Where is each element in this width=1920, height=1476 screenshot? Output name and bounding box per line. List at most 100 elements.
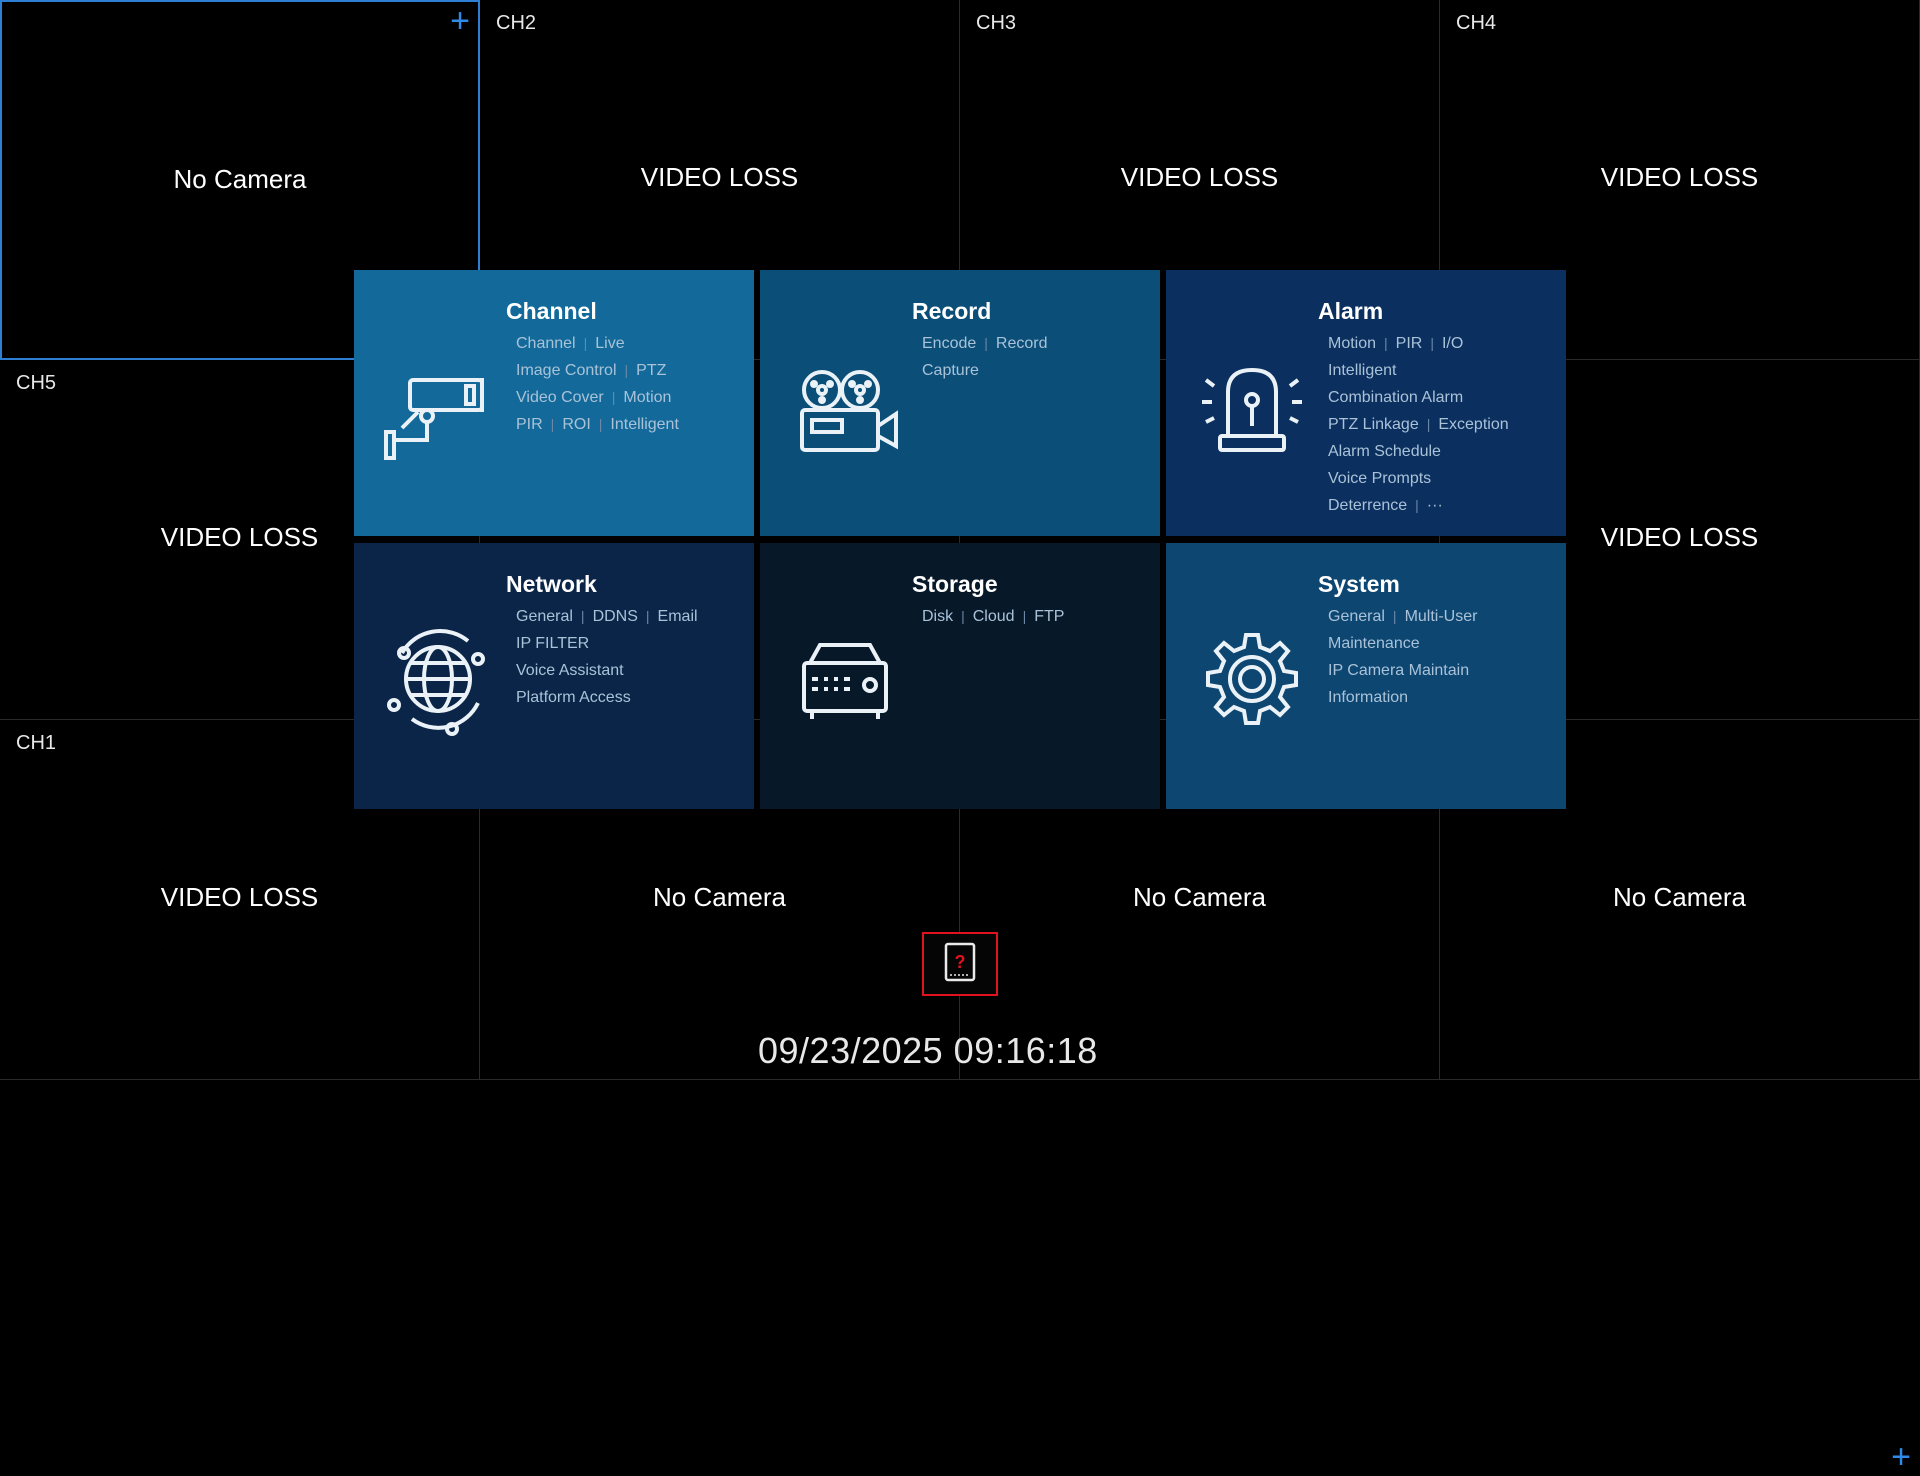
menu-row: Image Control | PTZ <box>516 357 679 384</box>
tile-title: Record <box>912 298 992 324</box>
menu-item[interactable]: Image Control <box>516 362 617 379</box>
globe-icon <box>387 629 485 736</box>
menu-item[interactable]: IP Camera Maintain <box>1328 662 1470 679</box>
menu-row: PIR|ROI|Intelligent <box>516 411 679 438</box>
gear-icon <box>1206 633 1298 725</box>
camera-cell[interactable]: No Camera + <box>0 0 480 360</box>
menu-item[interactable]: Video Cover <box>516 389 604 406</box>
menu-row: Maintenance <box>1328 630 1477 657</box>
menu-item[interactable]: PTZ <box>636 362 667 379</box>
menu-item[interactable]: Motion <box>1328 335 1377 352</box>
tile-title: Alarm <box>1318 298 1384 324</box>
menu-item[interactable]: Exception <box>1438 416 1509 433</box>
menu-row: Motion|PIR|I/O <box>1328 330 1509 357</box>
tile-title: Channel <box>506 298 597 324</box>
menu-item[interactable]: Platform Access <box>516 689 631 706</box>
menu-item[interactable]: PTZ Linkage <box>1328 416 1419 433</box>
menu-tile-storage[interactable]: Storage Disk|Cloud|FTP <box>760 543 1160 809</box>
menu-item[interactable]: Intelligent <box>610 416 679 433</box>
menu-row: Capture <box>922 357 1047 384</box>
separator: | <box>1022 608 1027 624</box>
menu-row: Encode|Record <box>922 330 1047 357</box>
menu-row: Disk|Cloud|FTP <box>922 603 1064 630</box>
add-camera-icon[interactable]: + <box>1891 1438 1911 1476</box>
separator: | <box>550 416 555 432</box>
menu-item[interactable]: Intelligent <box>1328 362 1397 379</box>
menu-item[interactable]: Email <box>657 608 698 625</box>
tile-title: Storage <box>912 571 998 597</box>
menu-item[interactable]: FTP <box>1034 608 1065 625</box>
menu-item[interactable]: Cloud <box>972 608 1015 625</box>
menu-row: Intelligent <box>1328 357 1509 384</box>
menu-item[interactable]: Voice Assistant <box>516 662 624 679</box>
menu-item[interactable]: Combination Alarm <box>1328 389 1464 406</box>
datetime-display: 09/23/2025 09:16:18 <box>758 1030 1098 1071</box>
menu-item[interactable]: Disk <box>922 608 954 625</box>
menu-row: General|DDNS|Email <box>516 603 698 630</box>
channel-label: CH4 <box>1456 12 1497 34</box>
menu-item[interactable]: PIR <box>516 416 543 433</box>
menu-row: Alarm Schedule <box>1328 438 1509 465</box>
tile-items: Disk|Cloud|FTP <box>922 603 1064 630</box>
menu-item[interactable]: PIR <box>1395 335 1423 352</box>
hdd-status-button[interactable]: ? <box>922 932 998 996</box>
add-camera-icon[interactable]: + <box>450 2 470 40</box>
menu-item[interactable]: Alarm Schedule <box>1328 443 1441 460</box>
menu-item[interactable]: I/O <box>1441 335 1464 352</box>
menu-item[interactable]: DDNS <box>592 608 638 625</box>
cell-message: VIDEO LOSS <box>1120 162 1279 192</box>
menu-row: Information <box>1328 684 1477 711</box>
menu-row: PTZ Linkage|Exception <box>1328 411 1509 438</box>
menu-item[interactable]: Live <box>595 335 625 352</box>
menu-row: Platform Access <box>516 684 698 711</box>
menu-item[interactable]: IP FILTER <box>516 635 590 652</box>
menu-row: General | Multi-User <box>1328 603 1477 630</box>
separator: | <box>1384 335 1388 351</box>
separator: | <box>624 362 629 378</box>
tile-title: System <box>1318 571 1400 597</box>
menu-item[interactable]: Encode <box>922 335 977 352</box>
channel-label: CH2 <box>496 12 537 34</box>
menu-item[interactable]: Deterrence <box>1328 497 1408 514</box>
menu-item[interactable]: General <box>1328 608 1385 625</box>
menu-item[interactable]: Multi-User <box>1404 608 1478 625</box>
cell-message: VIDEO LOSS <box>160 882 319 912</box>
cell-message: VIDEO LOSS <box>1600 162 1759 192</box>
hdd-symbol: ? <box>955 952 966 972</box>
channel-label: CH3 <box>976 12 1017 34</box>
separator: | <box>1392 608 1397 624</box>
menu-item[interactable]: Channel <box>516 335 576 352</box>
channel-label: CH5 <box>16 372 57 394</box>
cell-message: No Camera <box>173 164 307 194</box>
menu-item[interactable]: Voice Prompts <box>1328 470 1432 487</box>
menu-item[interactable]: Maintenance <box>1328 635 1420 652</box>
menu-item[interactable]: Record <box>995 335 1048 352</box>
menu-item[interactable]: Information <box>1328 689 1409 706</box>
menu-row: IP Camera Maintain <box>1328 657 1477 684</box>
separator: | <box>645 608 650 624</box>
menu-row: Voice Prompts <box>1328 465 1509 492</box>
menu-row: Voice Assistant <box>516 657 698 684</box>
menu-item[interactable]: Motion <box>623 389 672 406</box>
hdd-icon <box>802 643 888 719</box>
menu-item[interactable]: General <box>516 608 573 625</box>
menu-item[interactable]: ··· <box>1426 497 1443 514</box>
menu-item[interactable]: Capture <box>922 362 979 379</box>
separator: | <box>583 335 588 351</box>
cell-message: VIDEO LOSS <box>160 522 319 552</box>
camera-cell[interactable]: CH5 VIDEO LOSS <box>0 360 480 720</box>
menu-item[interactable]: ROI <box>562 416 591 433</box>
cell-message: No Camera <box>653 882 786 912</box>
